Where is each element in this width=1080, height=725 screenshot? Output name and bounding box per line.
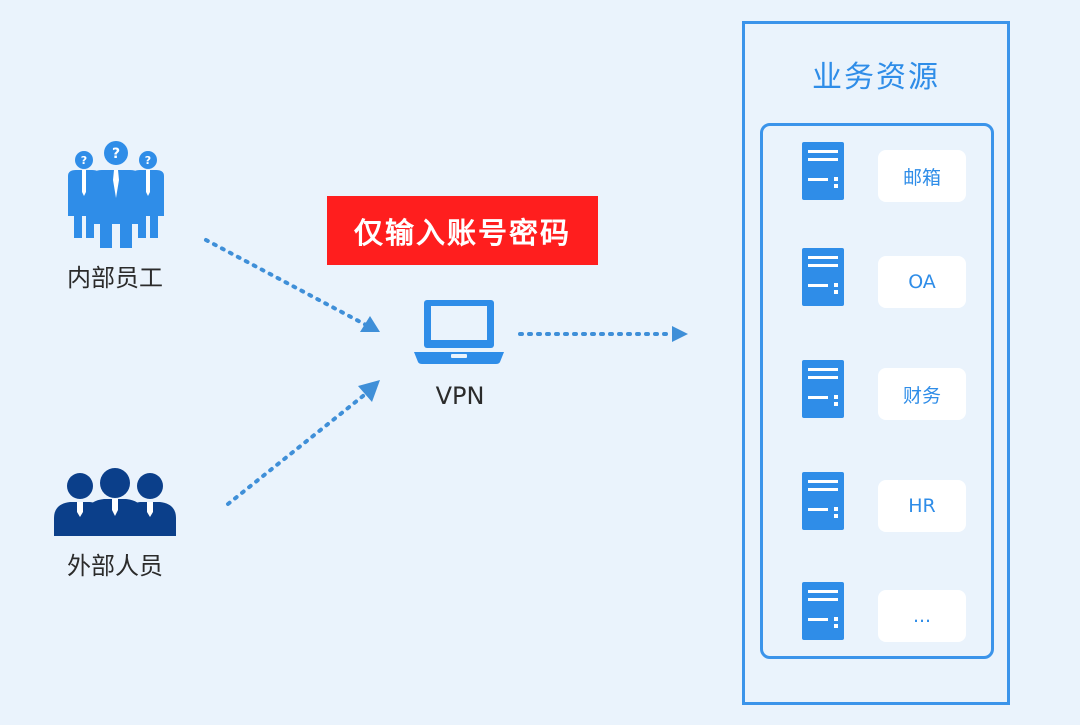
server-icon [802, 472, 844, 530]
arrow-external-to-vpn [226, 380, 380, 506]
resources-title: 业务资源 [812, 60, 940, 95]
people-group-icon [54, 468, 176, 536]
resources-panel [742, 21, 1010, 705]
resource-label: 邮箱 [878, 150, 966, 202]
resource-item-oa: OA [790, 248, 968, 308]
resource-label: HR [878, 480, 966, 532]
resource-item-finance: 财务 [790, 360, 968, 420]
arrow-vpn-to-resources [518, 326, 688, 342]
server-icon [802, 582, 844, 640]
svg-text:?: ? [112, 146, 120, 162]
server-icon [802, 248, 844, 306]
resources-list [760, 123, 994, 659]
business-people-question-icon: ? ? ? [68, 141, 164, 248]
resource-label: OA [878, 256, 966, 308]
laptop-icon [414, 300, 504, 364]
external-people-label: 外部人员 [67, 552, 163, 580]
server-icon [802, 360, 844, 418]
credential-only-banner: 仅输入账号密码 [327, 196, 598, 265]
svg-text:?: ? [81, 154, 87, 167]
resource-item-mail: 邮箱 [790, 142, 968, 202]
resource-item-more: ... [790, 582, 968, 642]
vpn-label: VPN [435, 382, 485, 410]
resource-label: ... [878, 590, 966, 642]
arrow-internal-to-vpn [204, 238, 380, 332]
svg-text:?: ? [145, 154, 151, 167]
resource-item-hr: HR [790, 472, 968, 532]
resource-label: 财务 [878, 368, 966, 420]
server-icon [802, 142, 844, 200]
internal-staff-label: 内部员工 [67, 264, 163, 292]
